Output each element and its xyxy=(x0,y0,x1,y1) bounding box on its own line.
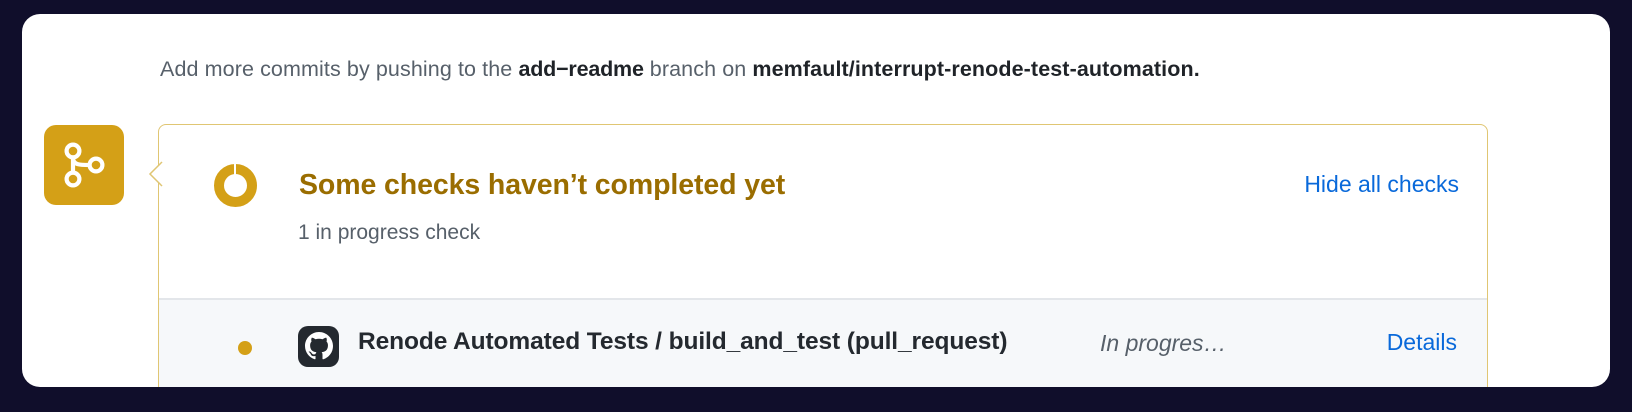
pull-request-card: Add more commits by pushing to the add−r… xyxy=(22,14,1610,387)
commit-notice-suffix: . xyxy=(1193,57,1200,81)
check-details-link[interactable]: Details xyxy=(1386,328,1457,355)
check-row[interactable]: Renode Automated Tests / build_and_test … xyxy=(159,299,1487,387)
checks-title: Some checks haven’t completed yet xyxy=(299,169,786,201)
check-name: Renode Automated Tests / build_and_test … xyxy=(358,327,1008,355)
repository-name: memfault/interrupt-renode-test-automatio… xyxy=(752,57,1194,81)
checks-divider-top xyxy=(159,298,1487,300)
check-status-text: In progres… xyxy=(1100,329,1227,356)
commit-notice-prefix: Add more commits by pushing to the xyxy=(160,57,513,81)
callout-caret-icon xyxy=(148,161,165,187)
in-progress-spinner-icon xyxy=(214,164,257,207)
git-branch-badge xyxy=(44,125,124,205)
branch-name: add−readme xyxy=(518,57,644,81)
checks-subtitle: 1 in progress check xyxy=(298,221,481,244)
checks-header: Some checks haven’t completed yet 1 in p… xyxy=(159,125,1487,298)
commit-notice-middle: branch on xyxy=(649,57,747,81)
hide-all-checks-link[interactable]: Hide all checks xyxy=(1304,171,1459,197)
github-actions-icon xyxy=(298,325,339,367)
checks-status-box: Some checks haven’t completed yet 1 in p… xyxy=(158,124,1488,387)
status-dot-in-progress-icon xyxy=(238,340,252,355)
commit-notice: Add more commits by pushing to the add−r… xyxy=(160,57,1200,82)
git-branch-icon xyxy=(62,142,106,188)
